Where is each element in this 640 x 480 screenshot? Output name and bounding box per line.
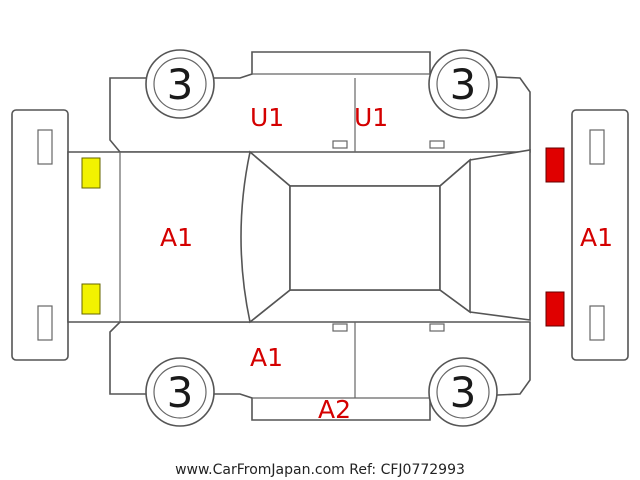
front-light-bottom xyxy=(81,283,101,315)
rear-bumper xyxy=(571,109,629,361)
rear-light-bottom xyxy=(545,291,565,327)
label-rocker-bottom: A2 xyxy=(318,395,351,424)
label-rear-door-top: U1 xyxy=(354,103,388,132)
wheel-rear-left: 3 xyxy=(428,49,498,119)
wheel-front-right: 3 xyxy=(145,357,215,427)
car-body-top-view xyxy=(67,149,531,324)
top-side-view xyxy=(109,51,531,153)
wheel-front-right-rating: 3 xyxy=(167,368,194,417)
front-light-top xyxy=(81,157,101,189)
bottom-side-view xyxy=(109,321,531,421)
label-front-door-top: U1 xyxy=(250,103,284,132)
front-bumper xyxy=(11,109,69,361)
front-lights xyxy=(81,157,101,315)
label-rear-bumper: A1 xyxy=(580,223,613,252)
wheel-rear-left-rating: 3 xyxy=(450,60,477,109)
wheel-rear-right-rating: 3 xyxy=(450,368,477,417)
wheel-front-left: 3 xyxy=(145,49,215,119)
rear-lights xyxy=(545,147,565,327)
label-front-door-bottom: A1 xyxy=(250,343,283,372)
rear-light-top xyxy=(545,147,565,183)
wheel-rear-right: 3 xyxy=(428,357,498,427)
footer-reference: www.CarFromJapan.com Ref: CFJ0772993 xyxy=(175,462,465,478)
label-hood: A1 xyxy=(160,223,193,252)
wheel-front-left-rating: 3 xyxy=(167,60,194,109)
